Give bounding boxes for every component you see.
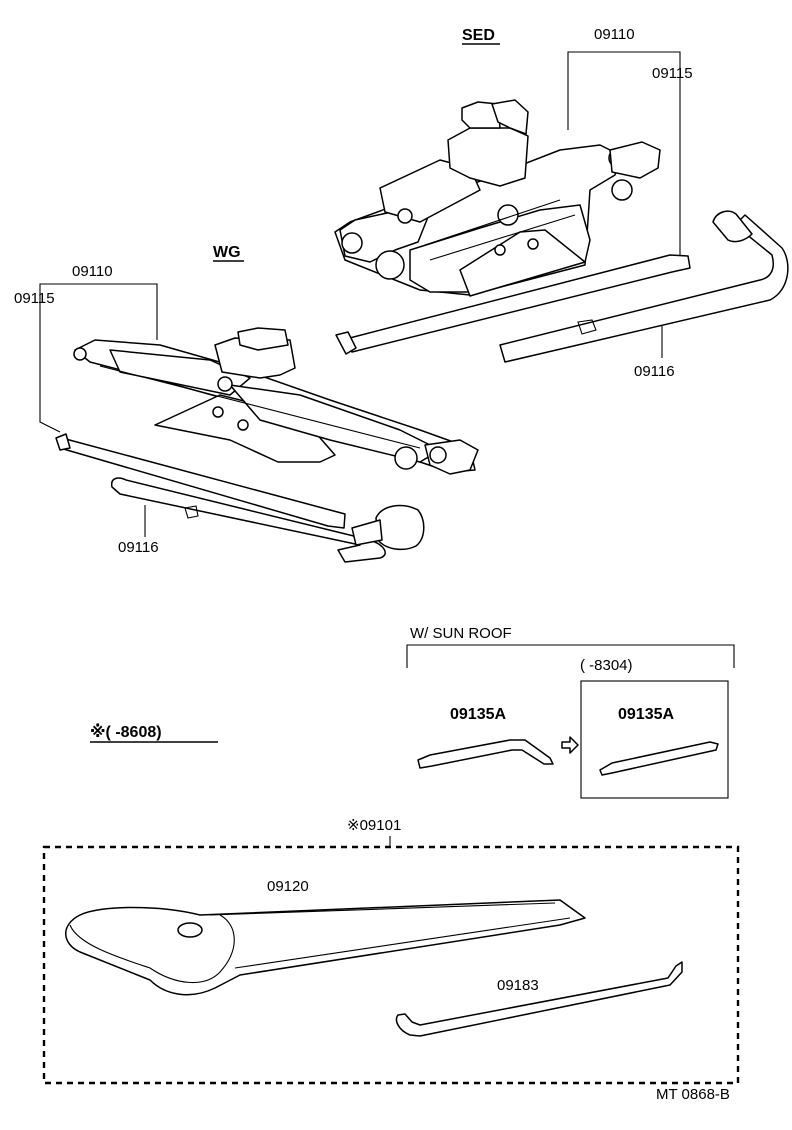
tool-kit-boundary <box>42 845 740 1085</box>
note-8608: ※( -8608) <box>90 723 162 741</box>
range-8304-label: ( -8304) <box>580 657 633 674</box>
wg-jack-part-number: 09110 <box>72 263 113 280</box>
tool-bag-part-number: 09120 <box>267 878 309 895</box>
sunroof-later-box <box>580 680 729 799</box>
sunroof-tool-bent <box>417 739 554 769</box>
wg-scissor-jack <box>73 327 479 475</box>
arrow-icon <box>561 736 579 754</box>
tire-tool-part-number: 09183 <box>497 977 539 994</box>
wg-jack-leader <box>39 283 158 340</box>
sunroof-bracket <box>406 644 735 668</box>
sunroof-tool-straight <box>599 741 719 776</box>
sunroof-tool-later-part-number: 09135A <box>618 706 674 723</box>
sed-scissor-jack <box>334 99 661 297</box>
wg-handle-part-number: 09115 <box>14 290 55 307</box>
sed-handle-part-number: 09115 <box>652 65 693 82</box>
wg-lug-wrench <box>110 477 425 563</box>
sunroof-tool-part-number: 09135A <box>450 706 506 723</box>
reference-code: MT 0868-B <box>656 1086 730 1103</box>
wg-wrench-part-number: 09116 <box>118 539 159 556</box>
tire-tool <box>395 961 683 1037</box>
wg-handle-leader <box>39 330 61 433</box>
sed-lug-wrench <box>499 210 789 363</box>
sunroof-heading: W/ SUN ROOF <box>410 625 512 642</box>
sed-jack-handle <box>335 254 691 355</box>
wg-heading: WG <box>213 244 241 261</box>
sed-heading: SED <box>462 27 495 44</box>
sed-jack-part-number: 09110 <box>594 26 635 43</box>
tool-bag <box>65 899 586 996</box>
sed-wrench-part-number: 09116 <box>634 363 675 380</box>
sed-jack-leader <box>567 51 681 255</box>
tool-kit-part-number: ※09101 <box>347 817 401 834</box>
wg-jack-handle <box>55 433 346 529</box>
